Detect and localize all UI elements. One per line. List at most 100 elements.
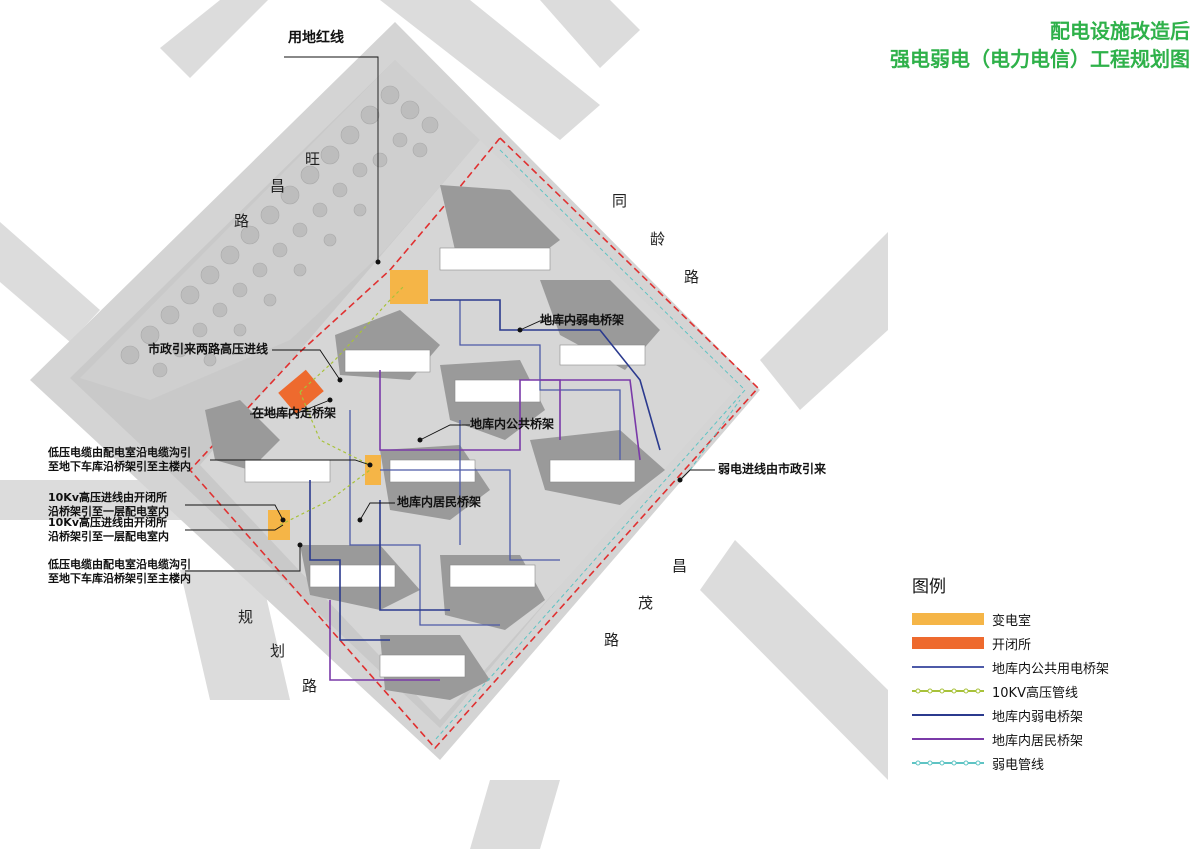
road-label: 龄 bbox=[650, 230, 666, 248]
road-label: 昌 bbox=[270, 177, 286, 195]
legend-item: 地库内弱电桥架 bbox=[912, 703, 1162, 727]
legend-symbol bbox=[912, 637, 984, 649]
building-podium bbox=[449, 564, 536, 588]
road-wangchang bbox=[160, 0, 268, 78]
switching-station bbox=[278, 369, 324, 415]
building-podium bbox=[309, 564, 396, 588]
road-label: 划 bbox=[270, 642, 286, 660]
leader-dot bbox=[327, 397, 333, 403]
building-podium bbox=[344, 349, 431, 373]
substation-bottom bbox=[268, 510, 290, 540]
legend-item: 弱电管线 bbox=[912, 751, 1162, 775]
leader-dot bbox=[417, 437, 423, 443]
road-label: 路 bbox=[684, 268, 700, 286]
legend-label: 弱电管线 bbox=[992, 758, 1045, 773]
callout-line: 低压电缆由配电室沿电缆沟引 bbox=[48, 558, 191, 571]
road-left-lower bbox=[0, 480, 190, 520]
callout-line: 10Kv高压进线由开闭所 bbox=[48, 491, 168, 504]
road-top-right-diag bbox=[380, 0, 600, 140]
callout-line: 至地下车库沿桥架引至主楼内 bbox=[48, 572, 191, 585]
legend-label: 变电室 bbox=[992, 614, 1032, 629]
substation-top bbox=[390, 270, 428, 304]
building-podiums bbox=[244, 247, 646, 678]
callout-line: 沿桥架引至一层配电室内 bbox=[48, 505, 169, 518]
building-podium bbox=[244, 459, 331, 483]
road-label: 旺 bbox=[305, 150, 321, 168]
park-area bbox=[80, 60, 480, 400]
road-label: 规 bbox=[238, 608, 254, 626]
map-title-line1: 配电设施改造后 bbox=[1050, 19, 1190, 43]
building-podium bbox=[439, 247, 551, 271]
legend-label: 地库内居民桥架 bbox=[992, 734, 1084, 749]
legend-item: 开闭所 bbox=[912, 631, 1162, 655]
map-legend: 图例 变电室开闭所地库内公共用电桥架 10KV高压管线地库内弱电桥架地库内居民桥架… bbox=[912, 572, 1162, 775]
public-power-tray bbox=[349, 300, 621, 626]
legend-item: 地库内居民桥架 bbox=[912, 727, 1162, 751]
weak-current-tray bbox=[309, 299, 661, 641]
legend-title: 图例 bbox=[912, 577, 946, 597]
leader-dot bbox=[677, 477, 683, 483]
road-label: 昌 bbox=[672, 557, 688, 575]
road-guihua bbox=[180, 570, 290, 700]
weak-current-pipeline bbox=[434, 149, 746, 741]
hv-pipeline bbox=[279, 284, 406, 526]
leader-dot bbox=[297, 542, 303, 548]
road-label: 路 bbox=[302, 677, 318, 695]
callout-line: 沿桥架引至一层配电室内 bbox=[48, 530, 169, 543]
legend-symbol bbox=[912, 714, 984, 716]
road-label: 路 bbox=[234, 212, 250, 230]
legend-symbol bbox=[912, 738, 984, 740]
tree-canopy bbox=[120, 85, 439, 378]
site-redline bbox=[188, 136, 760, 750]
leader-dot bbox=[375, 259, 381, 265]
road-label: 茂 bbox=[638, 594, 654, 612]
legend-symbol bbox=[912, 688, 984, 694]
leader-dot bbox=[280, 517, 286, 523]
callout-public-tray: 地库内公共桥架 bbox=[470, 417, 555, 431]
road-upper-left bbox=[0, 222, 100, 342]
building-podium bbox=[379, 654, 466, 678]
callout-municipal-hv: 市政引来两路高压进线 bbox=[148, 342, 269, 356]
legend-item: 10KV高压管线 bbox=[912, 679, 1162, 703]
leader-dot bbox=[357, 517, 363, 523]
legend-label: 10KV高压管线 bbox=[992, 686, 1078, 701]
road-bottom bbox=[470, 780, 560, 849]
callout-line: 10Kv高压进线由开闭所 bbox=[48, 516, 168, 529]
road-tongling bbox=[540, 0, 640, 68]
map-title-line2: 强电弱电（电力电信）工程规划图 bbox=[890, 47, 1190, 71]
resident-tray bbox=[329, 370, 641, 681]
road-label: 同 bbox=[612, 192, 628, 210]
substation-mid bbox=[365, 455, 381, 485]
legend-label: 开闭所 bbox=[992, 638, 1032, 653]
leader-dot bbox=[517, 327, 523, 333]
road-right bbox=[760, 232, 888, 410]
callout-line: 至地下车库沿桥架引至主楼内 bbox=[48, 460, 191, 473]
legend-symbol bbox=[912, 613, 984, 625]
callout-leaders bbox=[185, 56, 715, 572]
legend-label: 地库内公共用电桥架 bbox=[992, 662, 1110, 677]
building-podium bbox=[549, 459, 636, 483]
legend-symbol bbox=[912, 760, 984, 766]
building-tower bbox=[205, 400, 280, 470]
road-changmao bbox=[700, 540, 888, 780]
callout-basement-tray: 在地库内走桥架 bbox=[252, 406, 337, 420]
callout-weak-tray: 地库内弱电桥架 bbox=[540, 313, 625, 327]
callout-weak-intro: 弱电进线由市政引来 bbox=[718, 462, 827, 476]
legend-item: 变电室 bbox=[912, 607, 1162, 631]
building-podium bbox=[454, 379, 541, 403]
road-label: 路 bbox=[604, 631, 620, 649]
leader-dot bbox=[367, 462, 373, 468]
road-network bbox=[0, 0, 888, 849]
building-podium bbox=[389, 459, 476, 483]
leader-dot bbox=[337, 377, 343, 383]
callout-resident-tray: 地库内居民桥架 bbox=[397, 495, 482, 509]
legend-items: 变电室开闭所地库内公共用电桥架 10KV高压管线地库内弱电桥架地库内居民桥架弱电管… bbox=[912, 607, 1162, 775]
legend-symbol bbox=[912, 666, 984, 668]
building-podium bbox=[559, 344, 646, 366]
legend-item: 地库内公共用电桥架 bbox=[912, 655, 1162, 679]
legend-label: 地库内弱电桥架 bbox=[992, 710, 1084, 725]
callout-redline: 用地红线 bbox=[288, 30, 344, 46]
callout-line: 低压电缆由配电室沿电缆沟引 bbox=[48, 446, 191, 459]
